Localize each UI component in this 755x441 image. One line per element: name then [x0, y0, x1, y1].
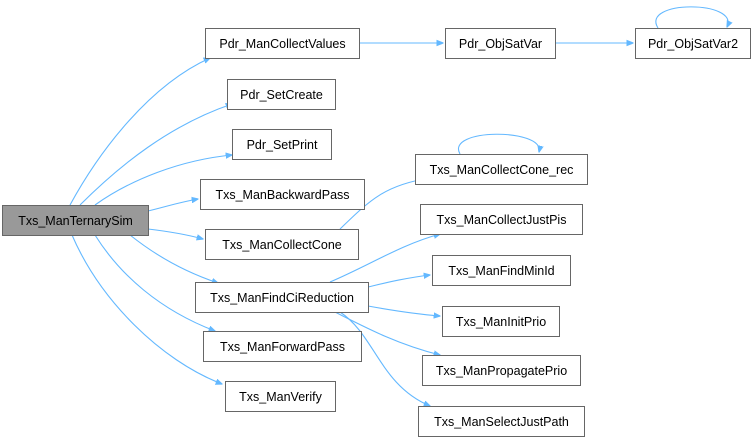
node-osv[interactable]: Pdr_ObjSatVar	[445, 28, 556, 59]
node-label-mcv: Pdr_ManCollectValues	[219, 37, 345, 51]
node-label-osv: Pdr_ObjSatVar	[459, 37, 542, 51]
node-label-sc: Pdr_SetCreate	[240, 88, 323, 102]
edge-fcr-msjp	[339, 311, 430, 406]
node-label-root: Txs_ManTernarySim	[18, 214, 133, 228]
node-box-sp[interactable]	[232, 129, 332, 160]
node-label-osv2: Pdr_ObjSatVar2	[648, 37, 738, 51]
node-box-root[interactable]	[2, 205, 149, 236]
node-bp[interactable]: Txs_ManBackwardPass	[200, 179, 365, 210]
node-box-mpp[interactable]	[422, 355, 581, 386]
node-root[interactable]: Txs_ManTernarySim	[2, 205, 149, 236]
edge-fcr-mpp	[334, 311, 440, 355]
edge-fcr-mcjp	[329, 234, 440, 283]
node-msjp[interactable]: Txs_ManSelectJustPath	[418, 406, 585, 437]
node-label-fmi: Txs_ManFindMinId	[448, 264, 554, 278]
edge-root-bp	[147, 199, 198, 212]
node-fp[interactable]: Txs_ManForwardPass	[203, 331, 362, 362]
node-box-mip[interactable]	[442, 306, 560, 337]
node-label-mcc: Txs_ManCollectCone	[222, 238, 342, 252]
node-box-mcv[interactable]	[205, 28, 360, 59]
node-label-fp: Txs_ManForwardPass	[220, 340, 345, 354]
node-box-mcjp[interactable]	[420, 204, 583, 235]
edge-fcr-mip	[367, 305, 440, 316]
node-mip[interactable]: Txs_ManInitPrio	[442, 306, 560, 337]
edge-fcr-fmi	[367, 275, 430, 288]
edge-root-fcr	[129, 234, 218, 283]
node-box-fmi[interactable]	[432, 255, 571, 286]
edge-root-mcv	[69, 58, 210, 206]
node-label-mccr: Txs_ManCollectCone_rec	[430, 163, 574, 177]
edge-root-fp	[94, 234, 215, 331]
node-label-mip: Txs_ManInitPrio	[456, 315, 546, 329]
node-label-mpp: Txs_ManPropagatePrio	[436, 364, 567, 378]
edge-root-sc	[79, 104, 232, 206]
node-fmi[interactable]: Txs_ManFindMinId	[432, 255, 571, 286]
node-mcc[interactable]: Txs_ManCollectCone	[205, 229, 359, 260]
node-mcjp[interactable]: Txs_ManCollectJustPis	[420, 204, 583, 235]
node-box-mv[interactable]	[225, 381, 336, 412]
edge-root-mv	[71, 234, 222, 384]
edge-mccr-mccr	[457, 133, 539, 155]
node-osv2[interactable]: Pdr_ObjSatVar2	[635, 28, 751, 59]
node-box-msjp[interactable]	[418, 406, 585, 437]
node-label-fcr: Txs_ManFindCiReduction	[210, 291, 354, 305]
node-box-fp[interactable]	[203, 331, 362, 362]
edges	[69, 6, 728, 406]
node-label-mcjp: Txs_ManCollectJustPis	[437, 213, 567, 227]
edge-osv2-osv2	[655, 6, 728, 28]
node-label-sp: Pdr_SetPrint	[247, 138, 318, 152]
node-label-bp: Txs_ManBackwardPass	[215, 188, 349, 202]
node-mv[interactable]: Txs_ManVerify	[225, 381, 336, 412]
node-box-mccr[interactable]	[415, 154, 588, 185]
node-mpp[interactable]: Txs_ManPropagatePrio	[422, 355, 581, 386]
node-box-fcr[interactable]	[195, 282, 369, 313]
node-box-sc[interactable]	[227, 79, 336, 110]
node-sp[interactable]: Pdr_SetPrint	[232, 129, 332, 160]
edge-root-mcc	[147, 228, 203, 239]
node-box-bp[interactable]	[200, 179, 365, 210]
node-label-mv: Txs_ManVerify	[239, 390, 322, 404]
node-label-msjp: Txs_ManSelectJustPath	[434, 415, 569, 429]
edge-root-sp	[94, 155, 232, 206]
node-mcv[interactable]: Pdr_ManCollectValues	[205, 28, 360, 59]
node-box-osv2[interactable]	[635, 28, 751, 59]
node-fcr[interactable]: Txs_ManFindCiReduction	[195, 282, 369, 313]
node-box-osv[interactable]	[445, 28, 556, 59]
node-box-mcc[interactable]	[205, 229, 359, 260]
node-sc[interactable]: Pdr_SetCreate	[227, 79, 336, 110]
node-mccr[interactable]: Txs_ManCollectCone_rec	[415, 154, 588, 185]
